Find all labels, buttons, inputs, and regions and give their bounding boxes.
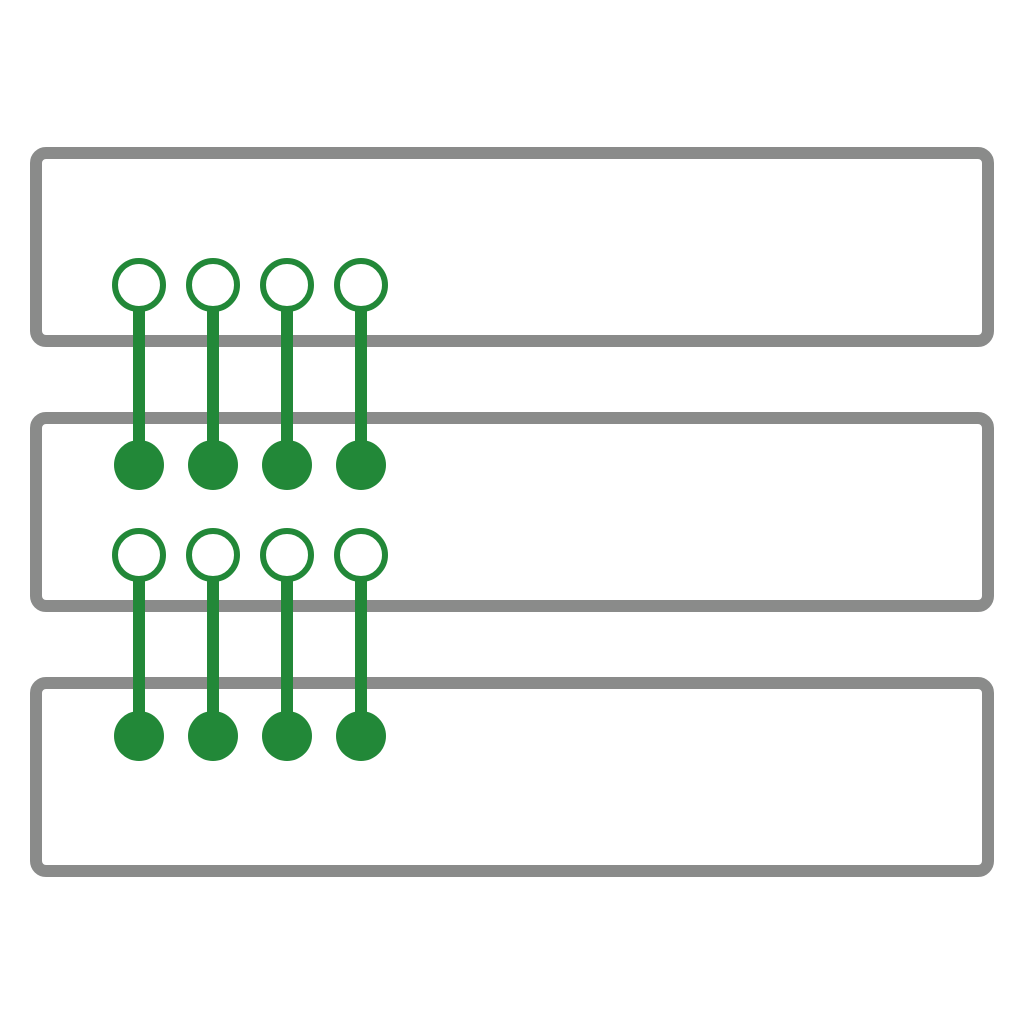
connector xyxy=(186,528,240,761)
panel-3 xyxy=(30,677,994,877)
connector xyxy=(112,258,166,490)
connector xyxy=(260,258,314,490)
hollow-circle-icon xyxy=(186,528,240,582)
connector xyxy=(334,528,388,761)
hollow-circle-icon xyxy=(112,258,166,312)
hollow-circle-icon xyxy=(260,528,314,582)
hollow-circle-icon xyxy=(112,528,166,582)
connector xyxy=(260,528,314,761)
panels-layer xyxy=(30,147,994,877)
filled-circle-icon xyxy=(114,440,164,490)
filled-circle-icon xyxy=(336,711,386,761)
connectors-layer xyxy=(112,258,388,761)
hollow-circle-icon xyxy=(186,258,240,312)
filled-circle-icon xyxy=(262,711,312,761)
connector-group-2 xyxy=(112,528,388,761)
filled-circle-icon xyxy=(188,711,238,761)
filled-circle-icon xyxy=(114,711,164,761)
panel-1 xyxy=(30,147,994,347)
connector xyxy=(112,528,166,761)
hollow-circle-icon xyxy=(334,528,388,582)
panel-2 xyxy=(30,412,994,612)
hollow-circle-icon xyxy=(334,258,388,312)
connector xyxy=(334,258,388,490)
filled-circle-icon xyxy=(262,440,312,490)
hollow-circle-icon xyxy=(260,258,314,312)
filled-circle-icon xyxy=(336,440,386,490)
connector xyxy=(186,258,240,490)
connector-group-1 xyxy=(112,258,388,490)
filled-circle-icon xyxy=(188,440,238,490)
